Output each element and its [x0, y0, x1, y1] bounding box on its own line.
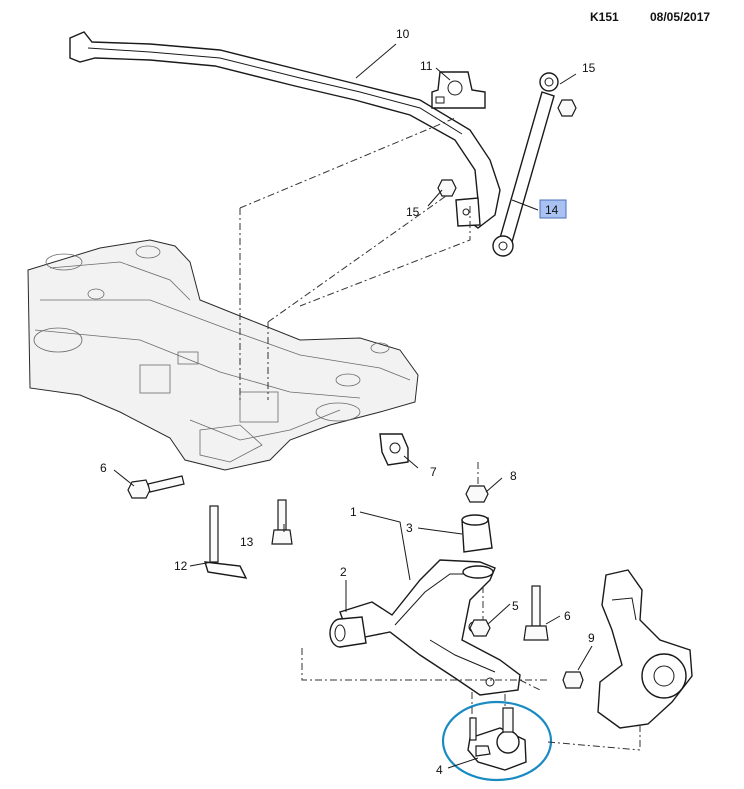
callout-7[interactable]: 7 [430, 465, 437, 479]
stabilizer-bar[interactable] [69, 31, 501, 229]
callout-8[interactable]: 8 [510, 469, 517, 483]
knuckle-nut[interactable] [562, 671, 584, 689]
front-subframe[interactable] [27, 239, 419, 471]
subframe-bracket[interactable] [379, 433, 409, 466]
steering-knuckle[interactable] [597, 569, 693, 729]
callout-14[interactable]: 14 [545, 203, 559, 217]
page-code: K151 [590, 10, 619, 24]
subframe-bolt-with-plate[interactable] [204, 505, 248, 579]
highlight-box-14 [539, 199, 567, 219]
callout-9[interactable]: 9 [588, 631, 595, 645]
callout-6-subframe[interactable]: 6 [100, 461, 107, 475]
callout-3[interactable]: 3 [406, 521, 413, 535]
control-arm-front-bushing[interactable] [329, 616, 367, 648]
link-nut-lower[interactable] [437, 179, 457, 197]
callout-12[interactable]: 12 [174, 559, 188, 573]
callout-11[interactable]: 11 [420, 59, 433, 73]
assembly-lines [239, 117, 641, 751]
leader-lines [113, 43, 593, 769]
callout-6-arm[interactable]: 6 [564, 609, 571, 623]
callout-5[interactable]: 5 [512, 599, 519, 613]
subframe-bolt-vertical[interactable] [271, 499, 293, 545]
stabilizer-clamp[interactable] [455, 197, 481, 227]
ball-joint-highlight-circle [441, 700, 553, 782]
lower-control-arm[interactable] [339, 559, 521, 696]
callout-4[interactable]: 4 [436, 763, 443, 777]
callout-1[interactable]: 1 [350, 505, 357, 519]
bushing-nut[interactable] [465, 485, 489, 503]
diagram-date: 08/05/2017 [650, 10, 711, 24]
stabilizer-link[interactable] [492, 72, 559, 257]
callout-15-lower[interactable]: 15 [406, 205, 420, 219]
link-nut-upper[interactable] [557, 99, 577, 117]
callout-13[interactable]: 13 [240, 535, 254, 549]
callout-15-upper[interactable]: 15 [582, 61, 596, 75]
ball-joint-nut[interactable] [469, 619, 491, 637]
control-arm-rear-bushing[interactable] [461, 514, 494, 579]
callout-10[interactable]: 10 [396, 27, 410, 41]
stabilizer-bushing[interactable] [431, 71, 486, 109]
control-arm-bolt[interactable] [523, 585, 549, 641]
subframe-bolt-horizontal[interactable] [127, 475, 185, 499]
ball-joint[interactable] [467, 707, 527, 771]
callout-2[interactable]: 2 [340, 565, 347, 579]
